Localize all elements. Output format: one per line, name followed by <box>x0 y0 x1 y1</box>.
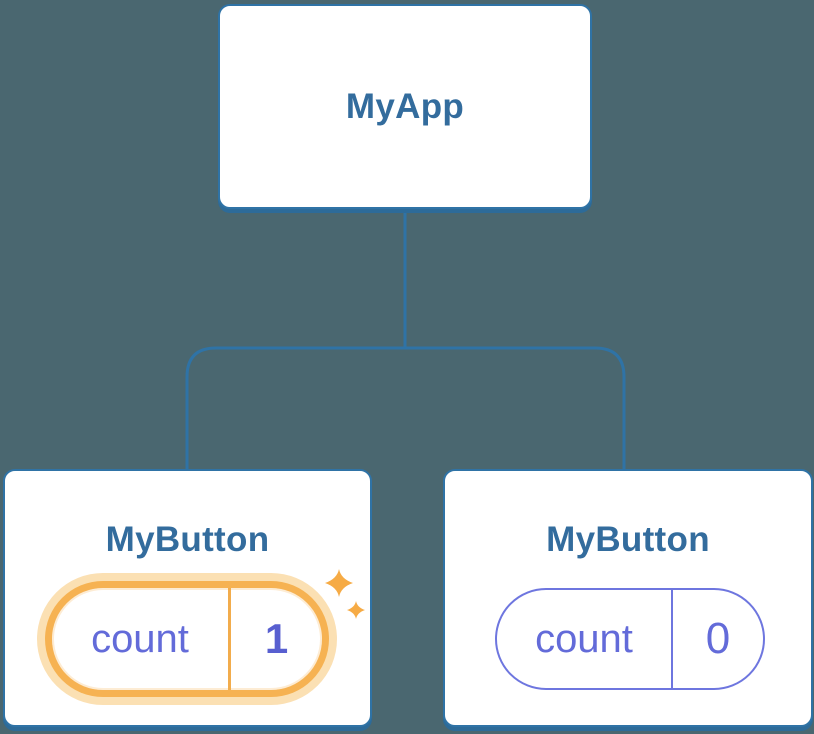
sparkle-icon-large <box>325 569 353 597</box>
state-pill: count 1 <box>52 588 322 690</box>
root-component-node: MyApp <box>218 4 592 209</box>
child-component-label: MyButton <box>546 520 710 559</box>
state-value: 1 <box>264 615 289 662</box>
state-pill: count 0 <box>495 588 765 690</box>
child-component-node-updated: MyButton count 1 <box>3 469 372 727</box>
sparkle-icon-small <box>347 601 365 619</box>
state-pill-divider <box>228 588 231 690</box>
sparkle-icons <box>325 569 365 619</box>
state-name: count <box>91 616 189 661</box>
child-component-label: MyButton <box>105 520 270 559</box>
state-pill-highlight-glow: count 1 <box>37 573 337 705</box>
root-component-label: MyApp <box>345 86 465 126</box>
child-component-node-unchanged: MyButton count 0 <box>443 469 813 727</box>
state-pill-divider <box>671 590 673 688</box>
state-name: count <box>535 616 633 661</box>
state-pill-highlight-ring: count 1 <box>45 581 329 697</box>
state-value: 0 <box>705 614 731 663</box>
